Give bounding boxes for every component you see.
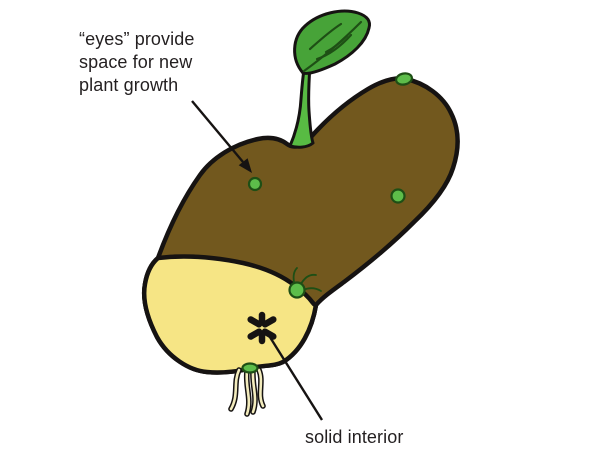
sprout-leaf xyxy=(293,9,371,75)
sprout-stem xyxy=(288,61,315,149)
interior-leader-line xyxy=(266,333,324,421)
solid-interior-marker xyxy=(247,311,277,345)
solid-interior-label: solid interior xyxy=(305,427,404,447)
eyes-leader-arrow xyxy=(191,100,252,173)
roots xyxy=(228,367,266,417)
sprouting-eye xyxy=(288,281,306,299)
eye-dot-right xyxy=(390,188,406,204)
eye-dot-top xyxy=(394,72,414,86)
leaf-veins xyxy=(302,20,363,73)
eye-dot-left xyxy=(247,176,263,192)
eyes-label: “eyes” provide space for new plant growt… xyxy=(79,29,195,95)
root-base-eye xyxy=(241,362,259,374)
